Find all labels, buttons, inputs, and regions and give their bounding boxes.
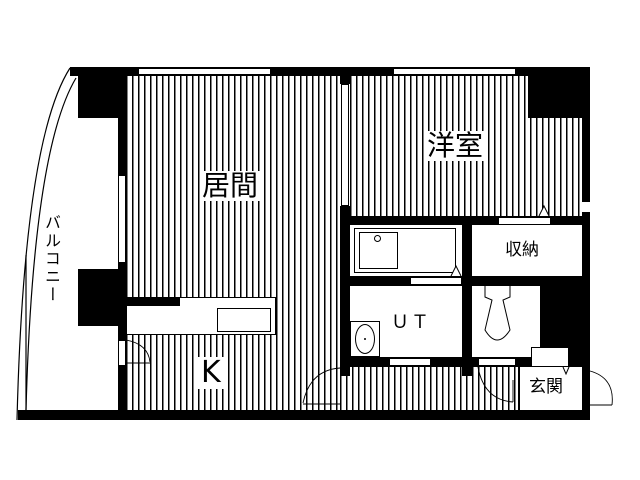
window-western-room [393,68,516,75]
right-wall [582,67,590,202]
sliding-door-living-western [341,84,349,206]
core-storage-toilet-wall [462,276,590,286]
bottom-wall [18,410,518,420]
core-bottom-wall [340,357,530,367]
pillar-top-right [528,67,590,118]
window-kitchen-side [118,340,126,366]
left-wall-upper [118,67,126,175]
balcony-label: バルコニー [42,214,61,304]
shoe-box [531,347,569,367]
hallway-floor [340,366,518,410]
western-room-alcove-floor [530,118,582,216]
storage-label: 収納 [505,240,539,260]
core-mid-wall [462,216,472,376]
western-room-label: 洋室 [425,129,486,162]
counter-wall-fill [127,298,180,306]
partition-living-western [340,76,350,84]
entrance-area [520,367,582,410]
partition-living-western-lower [340,206,350,218]
kitchen-label: K [197,357,225,389]
bottom-wall-entrance [518,410,590,420]
living-room-label: 居間 [200,169,261,202]
door-storage [498,217,551,225]
entrance-step-line [518,367,520,410]
door-toilet [478,358,516,366]
door-bath [410,277,462,285]
toilet-room-lower [472,337,520,357]
core-left-wall [340,216,350,376]
door-ut [389,358,431,366]
utility-label: ＵＴ [391,312,431,333]
top-wall [70,67,590,76]
storage-room [472,225,582,276]
window-living [138,68,271,75]
core-bath-ut-wall [340,276,472,286]
kitchen-sink [217,308,271,332]
drain-icon [374,235,381,242]
entrance-label: 玄関 [529,377,563,397]
pillar-mid-left [78,269,126,326]
washbasin-bowl-icon [355,324,375,354]
left-wall-lower [118,366,126,416]
